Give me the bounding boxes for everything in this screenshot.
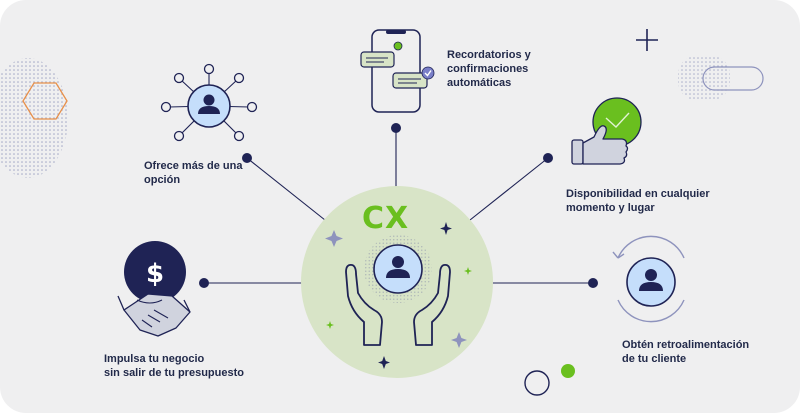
sparkle-icon — [464, 267, 472, 275]
network-icon — [160, 63, 258, 142]
benefit-label-reminders: Recordatorios y confirmaciones automátic… — [447, 49, 531, 89]
connector-end-dots — [199, 123, 598, 288]
benefit-label-feedback: Obtén retroalimentación de tu cliente — [622, 339, 750, 365]
user-icon — [386, 256, 410, 278]
sparkle-icon — [451, 332, 467, 348]
thumbs-up-clock-icon — [571, 97, 642, 165]
decorative-dot-blob-right — [678, 56, 730, 100]
benefit-label-budget: Impulsa tu negocio sin salir de tu presu… — [104, 353, 244, 379]
sparkle-icon — [325, 230, 343, 247]
benefit-label-options: Ofrece más de una opción — [144, 160, 243, 186]
sparkle-icon — [326, 321, 334, 329]
sparkle-icon — [378, 356, 390, 369]
svg-text:$: $ — [146, 259, 164, 289]
decorative-pill — [702, 66, 764, 91]
decorative-green-dot — [561, 364, 575, 378]
cx-title: CX — [362, 201, 410, 236]
hands-icon — [345, 263, 451, 346]
phone-chat-icon — [360, 29, 435, 113]
cycle-user-icon — [612, 235, 685, 323]
benefit-label-availability: Disponibilidad en cualquier momento y lu… — [566, 188, 710, 214]
cx-hub — [301, 186, 493, 378]
sparkle-icon — [440, 222, 452, 235]
decorative-hexagon — [22, 82, 68, 120]
handshake-dollar-icon: $ — [117, 241, 191, 337]
sparkle-cross-icon — [636, 29, 658, 51]
decorative-ring — [524, 370, 550, 396]
